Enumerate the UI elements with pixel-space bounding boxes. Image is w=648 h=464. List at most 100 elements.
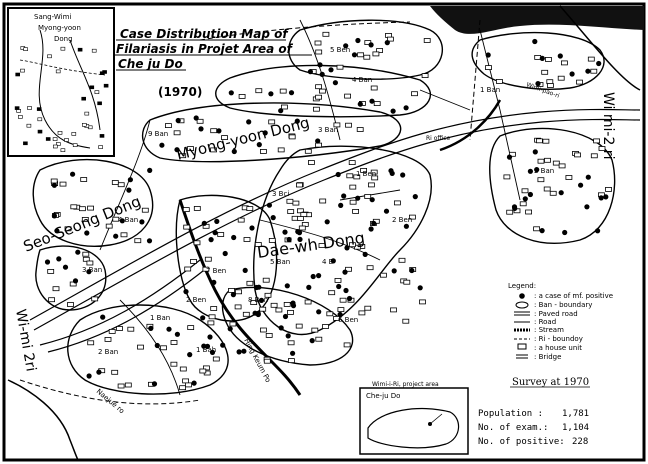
case-dot-icon [191,380,197,386]
house-unit-icon [337,307,345,313]
stream-east [439,99,502,152]
case-dot-icon [278,325,284,331]
case-dot-icon [335,171,341,178]
inset-bottom-title: Wimi-i-Ri, project area [372,381,439,388]
case-dot-icon [355,195,361,201]
case-dot-icon [310,273,316,280]
case-dot-icon [204,343,211,349]
house-unit-icon [593,138,600,144]
house-unit-icon [349,184,357,190]
house-unit-icon [124,382,132,388]
case-dot-icon [214,218,220,224]
case-dot-icon [222,250,228,257]
house-unit-icon [558,163,566,169]
house-unit-icon [202,266,210,272]
house-unit-icon [344,93,352,99]
case-dot-icon [389,170,395,176]
house-unit-icon [79,206,86,212]
house-unit-icon [127,326,135,332]
case-dot-icon [317,62,323,68]
house-unit-icon [334,277,342,283]
house-unit-icon [367,182,375,188]
house-unit-icon [164,123,172,128]
house-unit-icon [264,292,272,298]
house-unit-icon [111,180,119,185]
case-dot-icon [227,326,233,332]
inset-house-icon [37,117,43,122]
case-dot-icon [532,149,538,155]
case-dot-icon [391,268,397,274]
case-dot-icon [330,258,336,264]
house-unit-icon [339,297,347,303]
case-dot-icon [284,283,290,289]
house-unit-icon [229,321,237,327]
case-dot-icon [368,226,374,232]
case-dot-icon [527,168,534,174]
house-unit-icon [234,304,242,310]
inset-house-icon [98,145,103,149]
case-dot-icon [535,81,541,87]
case-dot-icon [511,204,518,210]
ban-label: 7 Ben [206,267,226,275]
case-dot-icon [344,245,350,251]
case-dot-icon [148,325,154,331]
ban-label: 1 Ban [150,314,170,322]
house-unit-icon [259,148,267,154]
legend-title: Legend: [508,282,536,290]
ban-label: 2 Ben [392,216,412,224]
ban-label: 2 Ben [186,296,206,304]
case-dot-icon [258,297,265,303]
house-unit-icon [287,209,295,215]
inset-house-icon [103,83,109,88]
case-dot-icon [569,71,575,77]
house-unit-icon [187,325,195,331]
inset-house-icon [27,106,32,110]
house-unit-icon [134,238,142,244]
house-unit-icon [408,214,416,220]
coastline-right [559,5,641,91]
house-unit-icon [356,127,364,132]
house-unit-icon [207,320,215,326]
house-unit-icon [557,75,565,81]
title-line-1: Case Distribution Map of [120,27,289,41]
house-unit-icon [243,237,251,242]
house-unit-icon [50,178,58,184]
case-dot-icon [409,267,415,274]
inset-bottom-map: Wimi-i-Ri, project area Che-ju Do [359,381,469,455]
house-unit-icon [352,208,360,214]
house-unit-icon [304,148,312,154]
house-unit-icon [193,205,201,211]
house-unit-icon [160,345,167,351]
house-unit-icon [346,173,354,179]
house-unit-icon [544,157,551,163]
house-unit-icon [576,79,583,85]
legend-label: : Stream [534,326,564,334]
case-dot-icon [357,101,363,107]
house-unit-icon [280,104,288,110]
house-unit-icon [287,309,294,315]
roads [99,19,521,396]
inset-house-icon [60,148,66,152]
case-dot-icon [220,342,226,348]
case-dot-icon [44,259,51,265]
house-unit-icon [217,232,225,237]
map-title: Case Distribution Map of Filariasis in P… [114,27,312,99]
house-unit-icon [270,302,278,308]
legend-label: : Ri - boundoy [534,335,583,343]
house-unit-icon [254,242,262,247]
case-dot-icon [54,228,60,234]
case-dot-icon [412,194,418,200]
house-unit-icon [549,190,557,196]
case-dot-icon [231,148,237,155]
house-unit-icon [537,158,545,164]
house-unit-icon [537,177,545,183]
inset-house-icon [17,115,23,119]
house-unit-icon [235,289,243,295]
house-unit-icon [263,358,271,364]
house-unit-icon [370,85,378,91]
house-unit-icon [199,368,207,374]
legend-bridge-icon [516,354,528,359]
case-dot-icon [598,195,604,201]
case-dot-icon [369,98,375,104]
